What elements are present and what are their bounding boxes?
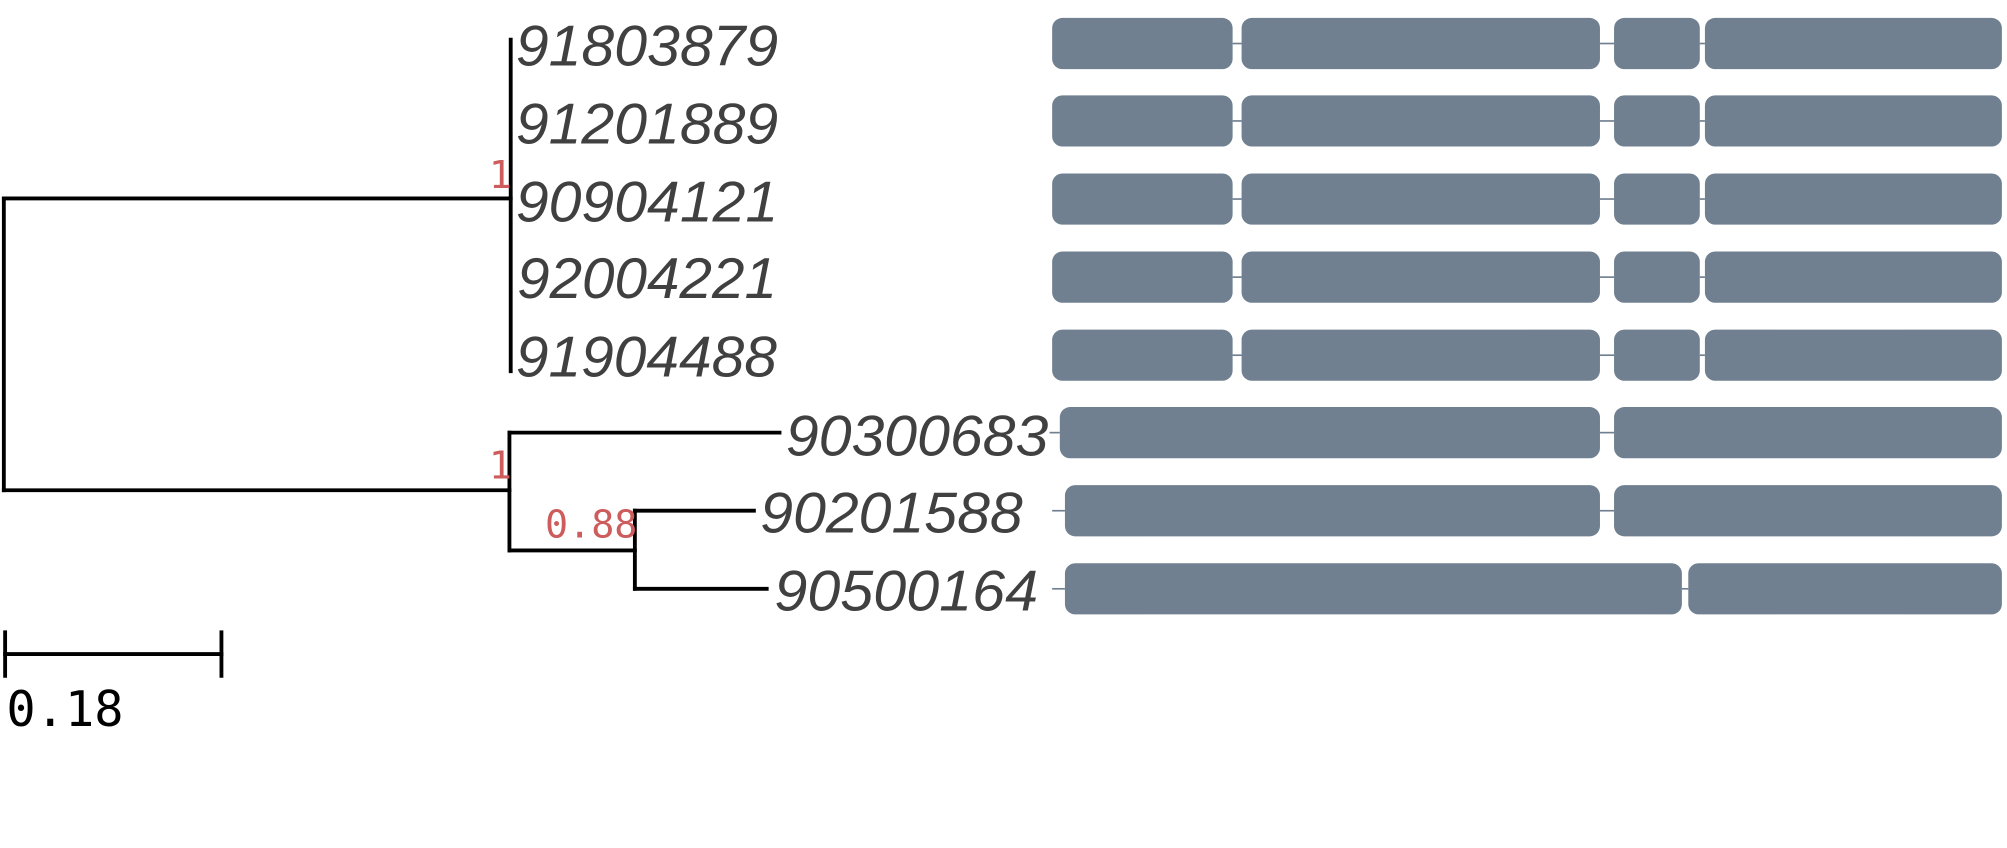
exon-block [1059,407,1600,459]
support-value-upper-clade: 1 [489,153,512,198]
exon-block [1614,485,2002,537]
gene-structure-row [1052,563,2002,615]
exon-block [1704,95,2002,147]
exon-block [1688,563,2002,615]
leaf-label: 91201889 [516,92,778,156]
gene-structure-row [1049,407,2002,459]
exon-block [1614,407,2002,459]
exon-block [1052,17,1233,70]
leaf-label: 91904488 [516,325,777,389]
exon-block [1052,173,1233,225]
gene-structure-row [1052,173,2002,225]
gene-structures [1049,17,2002,615]
exon-block [1241,329,1600,381]
exon-block [1064,485,1600,537]
leaf-label: 90300683 [786,405,1048,469]
gene-structure-row [1052,485,2002,537]
gene-structure-row [1052,329,2002,381]
leaf-label: 90201588 [760,481,1022,545]
exon-block [1704,173,2002,225]
exon-block [1614,17,1700,70]
phylogenetic-tree: 1 1 0.88 91803879 91201889 90904121 9200… [1,14,1048,624]
support-value-inner-clade: 0.88 [545,503,637,548]
leaf-label: 90500164 [774,560,1038,624]
exon-block [1704,17,2002,70]
exon-block [1241,251,1600,303]
exon-block [1064,563,1682,615]
exon-block [1704,329,2002,381]
exon-block [1241,173,1600,225]
gene-structure-row [1052,17,2002,70]
gene-structure-row [1052,95,2002,147]
leaf-label: 92004221 [517,247,777,311]
exon-block [1614,173,1700,225]
exon-block [1614,251,1700,303]
leaf-label: 91803879 [516,14,778,78]
exon-block [1704,251,2002,303]
scale-bar-label: 0.18 [6,682,123,738]
exon-block [1614,95,1700,147]
support-value-lower-clade: 1 [489,444,512,489]
exon-block [1052,329,1233,381]
exon-block [1241,17,1600,70]
exon-block [1052,251,1233,303]
scale-bar: 0.18 [3,630,224,738]
gene-structure-row [1052,251,2002,303]
exon-block [1614,329,1700,381]
exon-block [1241,95,1600,147]
exon-block [1052,95,1233,147]
leaf-label: 90904121 [516,170,778,234]
